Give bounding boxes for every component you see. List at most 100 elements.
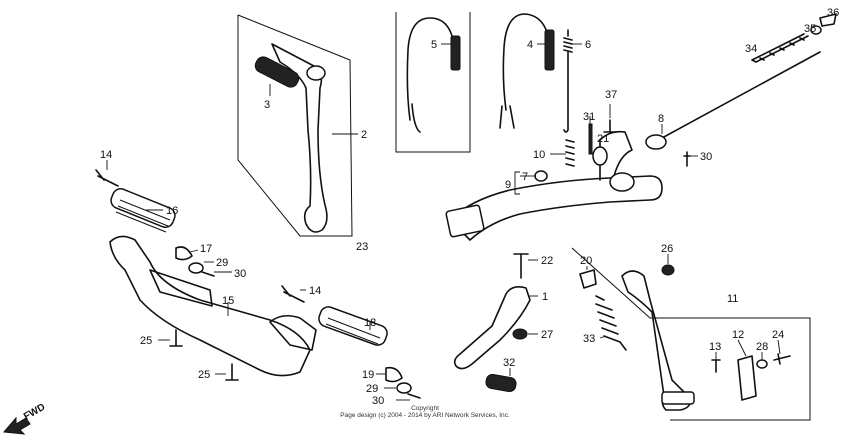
gearshift-pedal-pivot bbox=[306, 65, 326, 81]
group-boundary-side-stand bbox=[571, 247, 811, 421]
lead-9 bbox=[514, 171, 520, 195]
brake-pedal-arm bbox=[599, 130, 633, 181]
gearshift-pedal-group bbox=[237, 14, 358, 237]
callout-24: 24 bbox=[772, 329, 784, 341]
gearshift-pedal-rubber[interactable] bbox=[253, 54, 301, 89]
brake-washer-21[interactable] bbox=[592, 146, 608, 166]
step-bar-bracket-left bbox=[149, 269, 213, 307]
brake-pedal[interactable] bbox=[449, 175, 663, 241]
brake-rod-spring-34[interactable] bbox=[751, 33, 809, 63]
brake-rod-joint-8[interactable] bbox=[645, 134, 667, 150]
bolt-14-right[interactable] bbox=[281, 285, 305, 303]
washer-28[interactable] bbox=[756, 359, 768, 369]
callout-13: 13 bbox=[709, 341, 721, 353]
spring-33[interactable] bbox=[595, 295, 627, 351]
side-stand-foot bbox=[661, 391, 695, 405]
callout-17: 17 bbox=[200, 243, 212, 255]
bolt-30-rod[interactable] bbox=[683, 151, 691, 167]
bracket-12[interactable] bbox=[737, 355, 757, 401]
lead-33 bbox=[599, 335, 607, 339]
brake-adjust-nut-36[interactable] bbox=[819, 13, 837, 27]
callout-labels: 1 2 3 4 5 6 7 8 9 10 11 12 13 14 14 15 1… bbox=[100, 7, 839, 407]
bolt-24[interactable] bbox=[773, 353, 791, 365]
callout-5: 5 bbox=[431, 39, 437, 51]
callout-29-lower: 29 bbox=[366, 383, 378, 395]
kick-starter-rubber-32[interactable] bbox=[485, 373, 517, 393]
callout-29-upper: 29 bbox=[216, 257, 228, 269]
lead-24 bbox=[777, 339, 781, 355]
callout-15: 15 bbox=[222, 295, 234, 307]
callout-18: 18 bbox=[364, 317, 376, 329]
kick-starter-arm-1[interactable] bbox=[453, 286, 531, 370]
washer-29-lower[interactable] bbox=[396, 382, 412, 394]
callout-14-left: 14 bbox=[100, 149, 112, 161]
step-bar-15[interactable] bbox=[109, 235, 311, 377]
brake-rod-group bbox=[645, 13, 837, 167]
callout-25-lower: 25 bbox=[198, 369, 210, 381]
footrest-18[interactable] bbox=[317, 305, 390, 348]
callout-35: 35 bbox=[804, 23, 816, 35]
spring-17[interactable] bbox=[175, 246, 193, 261]
switch-wire-right bbox=[499, 13, 551, 129]
callout-31: 31 bbox=[583, 111, 595, 123]
callout-32: 32 bbox=[503, 357, 515, 369]
callout-1: 1 bbox=[542, 291, 548, 303]
bolt-37[interactable] bbox=[603, 119, 617, 133]
callout-10: 10 bbox=[533, 149, 545, 161]
pin-13[interactable] bbox=[711, 359, 721, 373]
callout-25-upper: 25 bbox=[140, 335, 152, 347]
washer-29-upper[interactable] bbox=[188, 262, 204, 274]
callout-11: 11 bbox=[727, 293, 738, 305]
copyright-heading: Copyright bbox=[411, 405, 439, 412]
brake-pedal-tread bbox=[445, 204, 485, 238]
brake-pin-31[interactable] bbox=[588, 123, 593, 155]
callout-9: 9 bbox=[505, 179, 511, 191]
callout-6: 6 bbox=[585, 39, 591, 51]
gearshift-pedal[interactable] bbox=[271, 43, 328, 233]
callout-28: 28 bbox=[756, 341, 768, 353]
nut-7[interactable] bbox=[534, 170, 548, 182]
brake-rod[interactable] bbox=[661, 51, 821, 139]
side-stand-11[interactable] bbox=[621, 270, 692, 411]
step-bar-bracket-right bbox=[269, 314, 317, 351]
footrest-16-tread bbox=[115, 199, 171, 233]
callout-12: 12 bbox=[732, 329, 744, 341]
callout-30-rod: 30 bbox=[700, 151, 712, 163]
brake-rod-nut-35[interactable] bbox=[810, 25, 822, 35]
callout-8: 8 bbox=[658, 113, 664, 125]
fwd-arrow-icon bbox=[2, 416, 31, 435]
bolt-25-upper[interactable] bbox=[169, 329, 183, 347]
bolt-22[interactable] bbox=[513, 253, 529, 279]
group-boundary-switch-left bbox=[395, 12, 471, 153]
nut-27[interactable] bbox=[512, 328, 528, 340]
callout-16: 16 bbox=[166, 205, 178, 217]
lead-12 bbox=[737, 339, 747, 357]
switch-4-body[interactable] bbox=[544, 29, 555, 71]
bolt-14-left[interactable] bbox=[95, 169, 119, 187]
nut-26[interactable] bbox=[661, 264, 675, 276]
callout-30-lower: 30 bbox=[372, 395, 384, 407]
callout-30-upper: 30 bbox=[234, 268, 246, 280]
callout-33: 33 bbox=[583, 333, 595, 345]
spring-19[interactable] bbox=[385, 366, 403, 383]
callout-37: 37 bbox=[605, 89, 617, 101]
switch-5-body[interactable] bbox=[450, 35, 461, 71]
switch-wire-left bbox=[406, 17, 456, 133]
callout-3: 3 bbox=[264, 99, 270, 111]
callout-23: 23 bbox=[356, 241, 368, 253]
footrest-16[interactable] bbox=[109, 186, 178, 229]
bolt-25-lower[interactable] bbox=[225, 363, 239, 381]
bolt-20[interactable] bbox=[579, 269, 597, 289]
callout-2: 2 bbox=[361, 129, 367, 141]
pin-30-lower[interactable] bbox=[407, 393, 421, 399]
group-boundary-gearshift bbox=[237, 14, 353, 237]
switch-group bbox=[395, 12, 582, 153]
callout-21: 21 bbox=[597, 133, 609, 145]
footrest-18-tread bbox=[325, 317, 381, 345]
pin-30-upper[interactable] bbox=[201, 271, 215, 277]
callout-19: 19 bbox=[362, 369, 374, 381]
switch-spring-6[interactable] bbox=[563, 29, 573, 133]
lead-17 bbox=[189, 249, 199, 253]
brake-return-spring-10[interactable] bbox=[565, 139, 575, 167]
